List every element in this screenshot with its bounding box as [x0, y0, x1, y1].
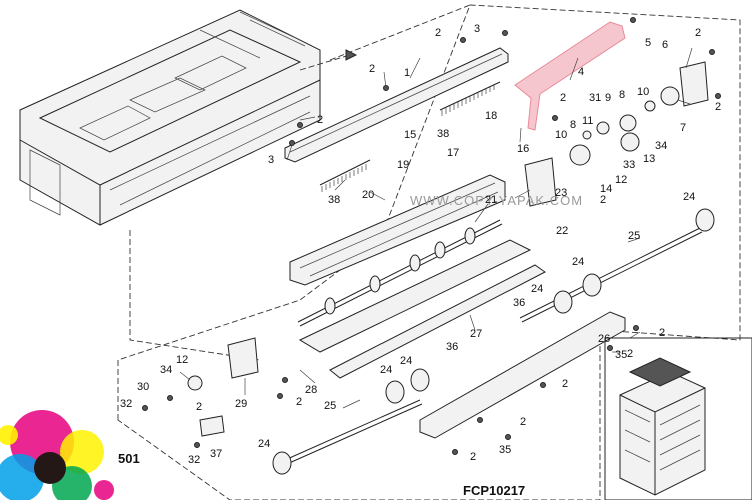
label-part-24: 24: [531, 283, 543, 295]
label-part-2: 2: [627, 348, 633, 360]
label-part-36: 36: [513, 297, 525, 309]
label-part-16: 16: [517, 143, 529, 155]
label-part-5: 5: [645, 37, 651, 49]
label-part-34: 34: [655, 140, 667, 152]
cmyk-logo: [0, 410, 114, 500]
rollers-24: [272, 208, 715, 475]
label-part-2: 2: [600, 194, 606, 206]
label-part-27: 27: [470, 328, 482, 340]
label-part-25: 25: [628, 230, 640, 242]
label-part-2: 2: [196, 401, 202, 413]
label-part-2: 2: [369, 63, 375, 75]
highlighted-part-4: [514, 21, 626, 131]
label-part-37: 37: [210, 448, 222, 460]
label-part-13: 13: [643, 153, 655, 165]
label-part-25: 25: [324, 400, 336, 412]
label-part-2: 2: [659, 327, 665, 339]
comb-strips-38: [319, 81, 501, 192]
label-part-19: 19: [397, 159, 409, 171]
label-part-18: 18: [485, 110, 497, 122]
screws: [142, 17, 721, 455]
label-part-26: 26: [598, 333, 610, 345]
label-part-8: 8: [570, 119, 576, 131]
label-part-2: 2: [470, 451, 476, 463]
label-part-15: 15: [404, 129, 416, 141]
roller-shaft-25: [284, 227, 703, 465]
label-part-2: 2: [695, 27, 701, 39]
roller-shaft-21: [297, 219, 503, 327]
label-part-6: 6: [662, 39, 668, 51]
guide-frame-lower: [329, 264, 546, 379]
boundary-mid: [129, 230, 261, 361]
label-part-8: 8: [619, 89, 625, 101]
label-part-1: 1: [404, 67, 410, 79]
label-part-32: 32: [188, 454, 200, 466]
label-part-2: 2: [520, 416, 526, 428]
lower-frame-26: [419, 311, 626, 439]
module-label: 501: [118, 451, 140, 466]
bracket-22: [524, 157, 557, 207]
leader-lines: [179, 47, 693, 409]
guide-frame-20: [289, 174, 506, 286]
watermark-text: WWW.COPY-YAPAK.COM: [410, 193, 583, 208]
label-part-2: 2: [435, 27, 441, 39]
label-part-24: 24: [380, 364, 392, 376]
label-part-23: 23: [555, 187, 567, 199]
label-part-9: 9: [605, 92, 611, 104]
label-part-29: 29: [235, 398, 247, 410]
label-part-24: 24: [572, 256, 584, 268]
gears: [187, 86, 680, 391]
copier-inset: [604, 337, 752, 500]
label-part-2: 2: [296, 396, 302, 408]
label-part-34: 34: [160, 364, 172, 376]
label-part-12: 12: [176, 354, 188, 366]
label-part-24: 24: [400, 355, 412, 367]
label-part-28: 28: [305, 384, 317, 396]
label-part-7: 7: [680, 122, 686, 134]
label-part-11: 11: [582, 115, 593, 127]
label-part-4: 4: [578, 66, 584, 78]
bracket-37: [199, 415, 225, 437]
label-part-35: 35: [499, 444, 511, 456]
label-part-32: 32: [120, 398, 132, 410]
label-part-35: 35: [615, 349, 627, 361]
bracket-29: [227, 337, 259, 379]
label-part-21: 21: [485, 194, 497, 206]
label-part-2: 2: [317, 114, 323, 126]
label-part-3: 3: [474, 23, 480, 35]
label-part-14: 14: [600, 183, 612, 195]
label-part-2: 2: [560, 92, 566, 104]
boundary-top: [329, 4, 471, 61]
label-part-31: 31: [589, 92, 601, 104]
assembly-boundary: [117, 4, 741, 500]
diagram-id: FCP10217: [463, 483, 525, 498]
label-part-38: 38: [437, 128, 449, 140]
label-part-2: 2: [715, 101, 721, 113]
guide-plate-27: [298, 239, 532, 353]
label-part-24: 24: [683, 191, 695, 203]
part-labels: 1 2 2 2 2 2 2 2 2 2 2 2 2 2 2 3 3 4 5 6 …: [120, 23, 721, 466]
label-part-10: 10: [637, 86, 649, 98]
printer-unit-drawing: [19, 9, 358, 226]
label-part-2: 2: [562, 378, 568, 390]
label-part-24: 24: [258, 438, 270, 450]
label-part-20: 20: [362, 189, 374, 201]
label-part-22: 22: [556, 225, 568, 237]
label-part-38: 38: [328, 194, 340, 206]
label-part-17: 17: [447, 147, 459, 159]
label-part-36: 36: [446, 341, 458, 353]
frame-bar-1: [284, 47, 509, 163]
label-part-30: 30: [137, 381, 149, 393]
label-part-12: 12: [615, 174, 627, 186]
label-part-3: 3: [268, 154, 274, 166]
bracket-6: [679, 61, 709, 107]
label-part-10: 10: [555, 129, 567, 141]
label-part-33: 33: [623, 159, 635, 171]
